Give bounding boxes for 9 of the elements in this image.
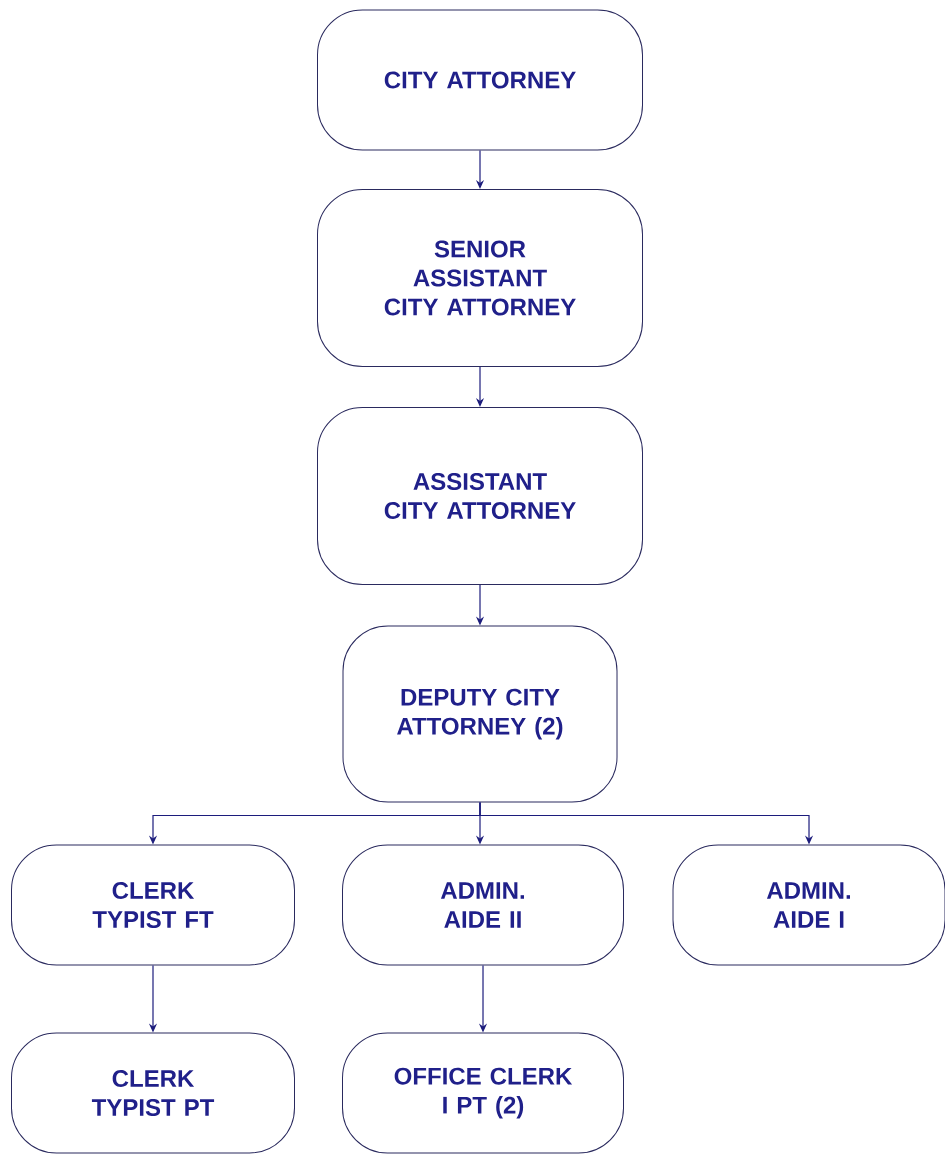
role-box: CLERK TYPIST PT <box>11 1032 295 1154</box>
role-box: ADMIN. AIDE II <box>342 844 624 966</box>
role-box: DEPUTY CITY ATTORNEY (2) <box>342 625 618 803</box>
role-box: ASSISTANT CITY ATTORNEY <box>317 407 643 585</box>
role-box: CITY ATTORNEY <box>317 9 643 151</box>
role-box: SENIOR ASSISTANT CITY ATTORNEY <box>317 189 643 367</box>
role-box: ADMIN. AIDE I <box>672 844 945 966</box>
role-box: CLERK TYPIST FT <box>11 844 295 966</box>
role-box: OFFICE CLERK I PT (2) <box>342 1032 624 1154</box>
